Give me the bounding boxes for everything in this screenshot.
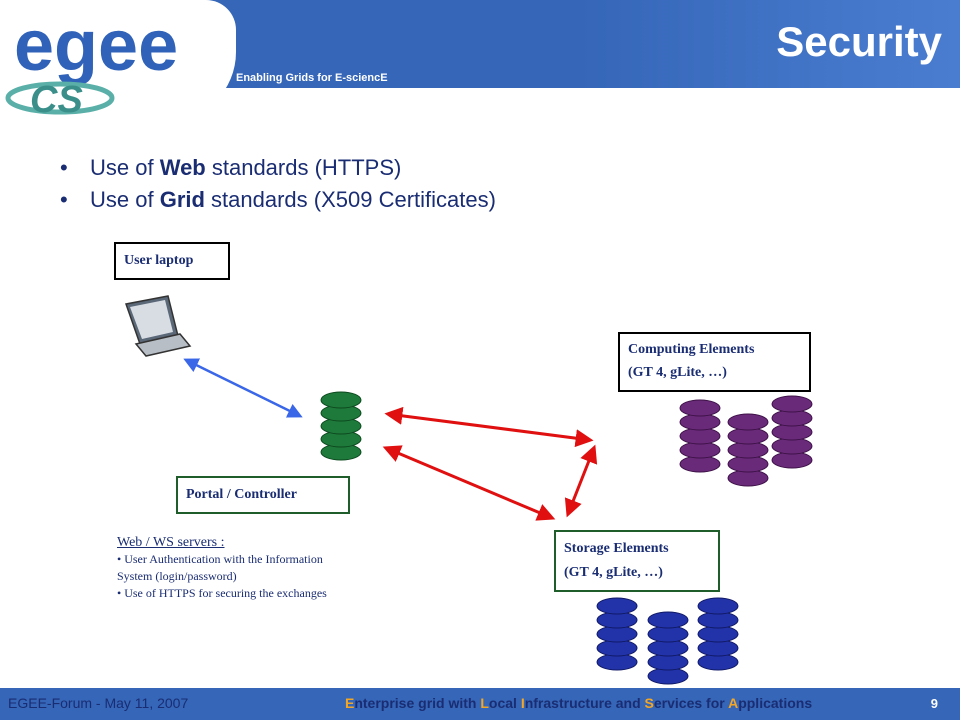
notes-heading: Web / WS servers :: [117, 535, 225, 550]
bullet-item: •Use of Grid standards (X509 Certificate…: [60, 184, 496, 216]
notes-line: System (login/password): [117, 569, 237, 583]
portal-controller-label: Portal / Controller: [176, 476, 350, 514]
egee-logo-icon: egee CS: [5, 6, 178, 121]
footer-segment: nfrastructure and: [524, 695, 645, 711]
server-stack-icon: [596, 597, 739, 685]
computing-storage-arrow: [564, 444, 598, 518]
logo-area: egee CS: [0, 0, 236, 122]
laptop-portal-arrow: [183, 358, 303, 418]
footer-segment: A: [728, 695, 739, 711]
portal-storage-arrow: [382, 445, 556, 521]
page-title: Security: [776, 18, 942, 65]
server-stack-icon: [320, 391, 362, 461]
bullet-list: •Use of Web standards (HTTPS) •Use of Gr…: [60, 152, 496, 216]
logo-text: egee: [14, 6, 178, 86]
bullet-item: •Use of Web standards (HTTPS): [60, 152, 496, 184]
notes-line: • User Authentication with the Informati…: [117, 552, 323, 566]
footer-project-name: Enterprise grid with Local Infrastructur…: [345, 695, 812, 711]
footer-segment: E: [345, 695, 355, 711]
footer-date: EGEE-Forum - May 11, 2007: [8, 695, 189, 711]
footer-bar: [0, 688, 960, 720]
footer-segment: I: [520, 695, 525, 711]
sublogo-text: CS: [30, 79, 83, 121]
user-laptop-label: User laptop: [114, 242, 230, 280]
footer-segment: pplications: [738, 695, 813, 711]
web-servers-notes: Web / WS servers : • User Authentication…: [117, 535, 417, 602]
footer-segment: nterprise grid with: [354, 695, 481, 711]
footer-segment: S: [644, 695, 654, 711]
laptop-icon: [125, 295, 192, 357]
page-number: 9: [930, 696, 938, 711]
footer-segment: ervices for: [653, 695, 729, 711]
footer-segment: ocal: [488, 695, 521, 711]
portal-computing-arrow: [384, 406, 594, 448]
tagline: Enabling Grids for E-sciencE: [236, 72, 388, 84]
logo-swoosh: [5, 81, 115, 115]
computing-elements-label: Computing Elements (GT 4, gLite, …): [618, 332, 811, 392]
server-stack-icon: [679, 395, 813, 487]
bullet-dot: •: [60, 155, 68, 180]
bullet-dot: •: [60, 187, 68, 212]
storage-elements-label: Storage Elements (GT 4, gLite, …): [554, 530, 720, 592]
notes-line: • Use of HTTPS for securing the exchange…: [117, 586, 327, 600]
footer-segment: L: [480, 695, 489, 711]
